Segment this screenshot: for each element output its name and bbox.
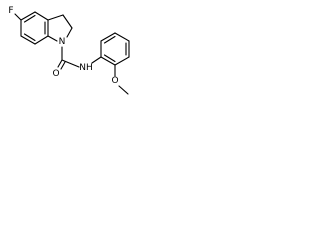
bond-benzo-4 <box>34 35 49 45</box>
bond-n1-c7a <box>47 35 58 42</box>
bond-benzo-1 <box>20 11 36 21</box>
bond-carbonyl-nh <box>61 59 80 68</box>
bond-nh-phenyl <box>91 56 102 64</box>
bond-f-c5 <box>14 13 22 21</box>
bond-ph-double-3 <box>103 54 116 63</box>
structure-diagram: F N O NH O <box>0 0 143 107</box>
ether-oxygen-label: O <box>111 76 118 86</box>
bond-ph-6 <box>100 56 116 66</box>
amide-nh-label: NH <box>79 63 93 73</box>
bond-c3-c2 <box>62 14 73 29</box>
bond-benzo-double-1 <box>23 14 36 23</box>
bond-benzo-5 <box>20 35 36 45</box>
bond-carbonyl-o-a <box>57 59 63 68</box>
fluorine-label: F <box>8 6 13 16</box>
bond-c3a-c3 <box>47 14 64 21</box>
molecule-drawing: F N O NH O <box>8 6 130 95</box>
bond-benzo-2 <box>34 11 49 21</box>
bond-benzo-double-3 <box>23 33 36 42</box>
bond-ph-5 <box>114 56 130 66</box>
ring-nitrogen-label: N <box>59 37 66 47</box>
bond-c2-n1 <box>66 27 73 38</box>
bond-oxygen-methyl <box>118 85 129 95</box>
bond-carbonyl-o-b <box>60 61 66 70</box>
bond-ph-2 <box>100 32 116 42</box>
bond-ph-double-1 <box>103 35 116 44</box>
bond-ph-3 <box>114 32 130 42</box>
carbonyl-oxygen-label: O <box>52 69 59 79</box>
